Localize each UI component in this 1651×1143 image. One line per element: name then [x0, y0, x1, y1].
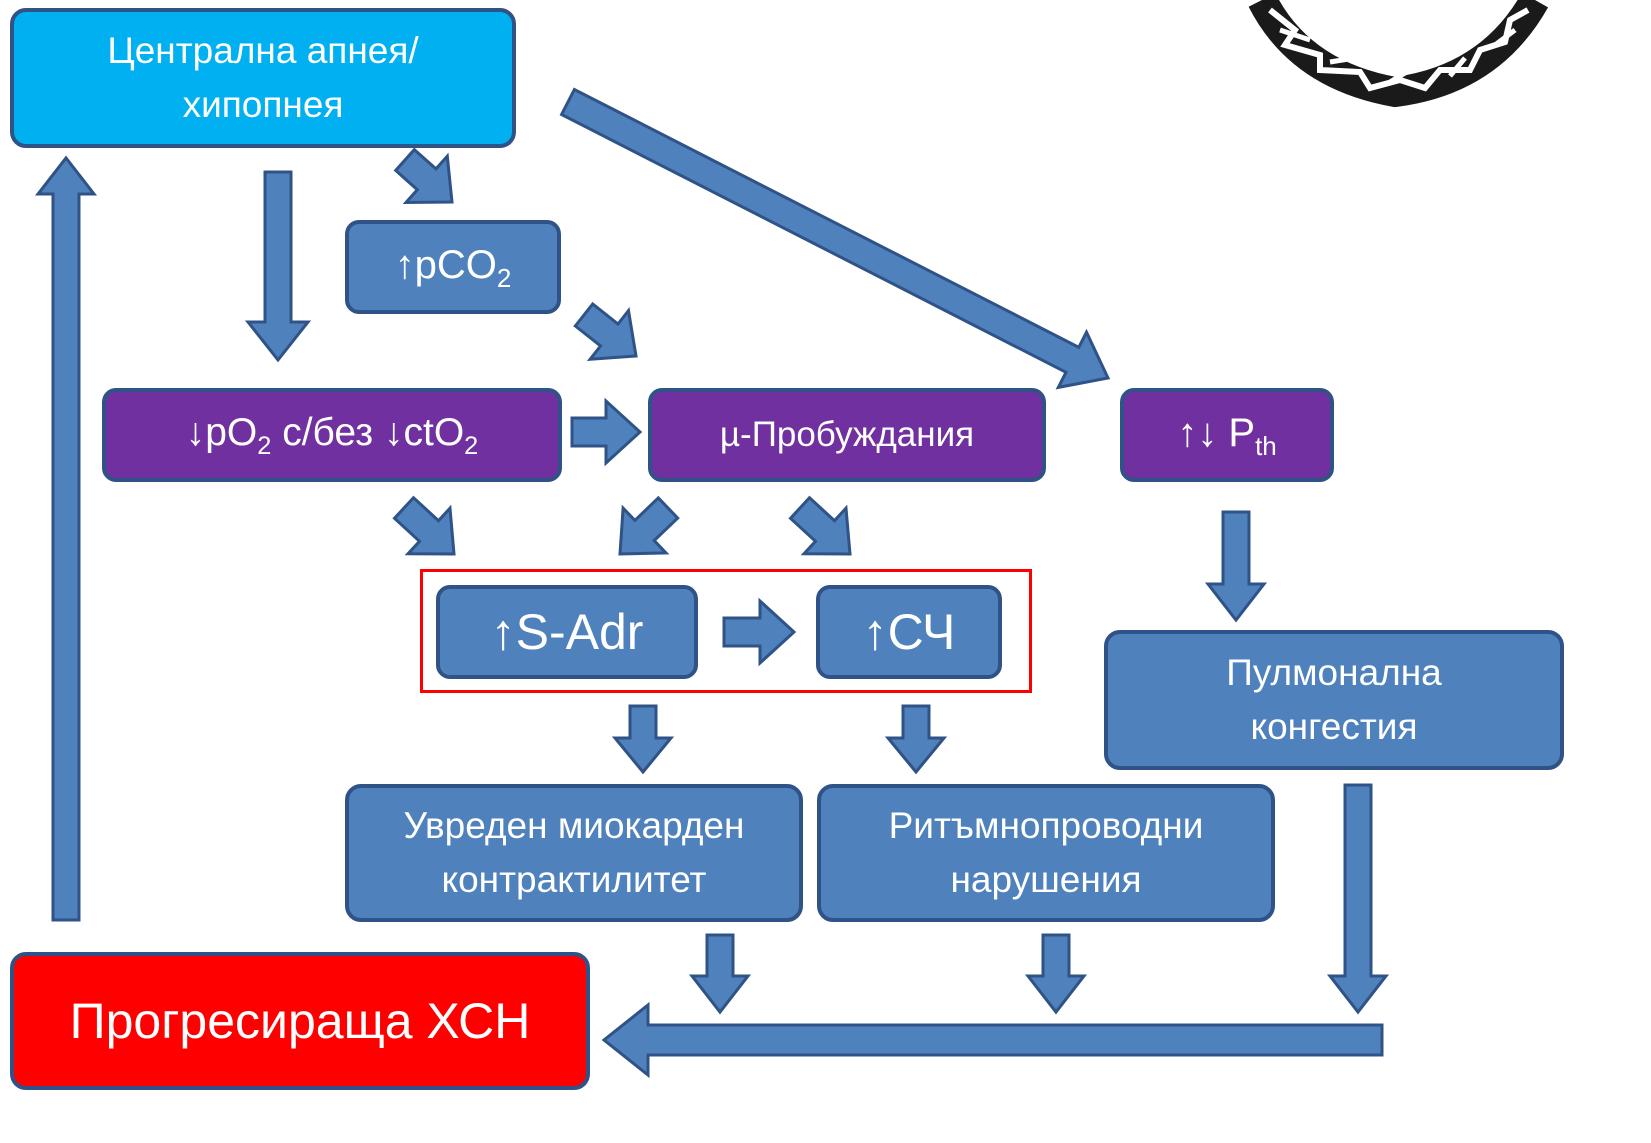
arrow-pulmonary-down [1326, 783, 1390, 1015]
arrow-arousals-to-hr [788, 495, 852, 556]
arrow-bottom-to-chf [601, 1001, 1384, 1079]
arrow-myocardial-down [688, 933, 752, 1015]
arrow-pco2-to-arousals [573, 301, 638, 362]
po2-label: ↓pO2 с/без ↓ctO2 [186, 405, 479, 465]
central-apnea-box: Централна апнея/хипопнея [10, 8, 516, 148]
arrow-apnea-to-pco2 [393, 147, 454, 205]
arrow-apnea-to-pth [559, 87, 1111, 390]
highlight-frame [420, 569, 1032, 693]
up-down-arrows-symbol: ↑↓ [1177, 411, 1229, 456]
pth-sub: th [1255, 431, 1277, 462]
po2-box: ↓pO2 с/без ↓ctO2 [102, 388, 562, 482]
pth-text: P [1228, 411, 1256, 456]
chf-box: Прогресираща ХСН [10, 952, 590, 1090]
pth-label: ↑↓ Pth [1177, 404, 1277, 466]
arousals-label: µ-Пробуждания [719, 414, 975, 454]
pco2-text: pCO [414, 243, 497, 288]
rhythm-label: Ритъмнопроводни нарушения [888, 805, 1204, 900]
pulmonary-box: Пулмонална конгестия [1104, 630, 1564, 770]
arrow-pth-to-pulmonary [1204, 510, 1268, 623]
arrow-sadr-to-myocardial [611, 704, 675, 775]
arrow-chf-to-apnea [34, 155, 98, 922]
arrow-po2-to-arousals [570, 397, 643, 467]
logo-ring-icon [1248, 0, 1549, 108]
arousals-box: µ-Пробуждания [648, 388, 1046, 482]
arrow-po2-to-sadr [392, 495, 456, 556]
pth-box: ↑↓ Pth [1120, 388, 1334, 482]
with-without-text: с/без [271, 411, 384, 455]
arrow-rhythm-down [1024, 933, 1088, 1015]
myocardial-label: Увреден миокарден контрактилитет [403, 805, 745, 900]
rhythm-box: Ритъмнопроводни нарушения [817, 784, 1275, 922]
pco2-sub: 2 [496, 263, 512, 294]
arrow-hr-to-rhythm [884, 704, 948, 775]
down-arrow-symbol-2: ↓ [383, 411, 404, 455]
central-apnea-label: Централна апнея/хипопнея [107, 30, 419, 125]
up-arrow-symbol: ↑ [394, 243, 415, 288]
cto2-sub: 2 [464, 432, 479, 461]
s-adr-box: ↑S-Adr [436, 585, 698, 679]
s-adr-label: ↑S-Adr [490, 603, 644, 660]
down-arrow-symbol: ↓ [185, 411, 206, 455]
po2-sub: 2 [257, 432, 272, 461]
cto2-text: ctO [403, 411, 465, 455]
arrow-arousals-to-sadr [618, 495, 680, 556]
po2-text: pO [205, 411, 258, 455]
pulmonary-label: Пулмонална конгестия [1226, 652, 1442, 747]
hr-label: ↑СЧ [862, 603, 956, 660]
arrow-sadr-to-hr [722, 597, 797, 667]
pco2-label: ↑pCO2 [395, 236, 512, 298]
pco2-box: ↑pCO2 [345, 220, 561, 314]
hr-box: ↑СЧ [816, 585, 1002, 679]
chf-label: Прогресираща ХСН [69, 992, 531, 1049]
myocardial-box: Увреден миокарден контрактилитет [345, 784, 803, 922]
arrow-apnea-to-po2 [244, 170, 312, 363]
